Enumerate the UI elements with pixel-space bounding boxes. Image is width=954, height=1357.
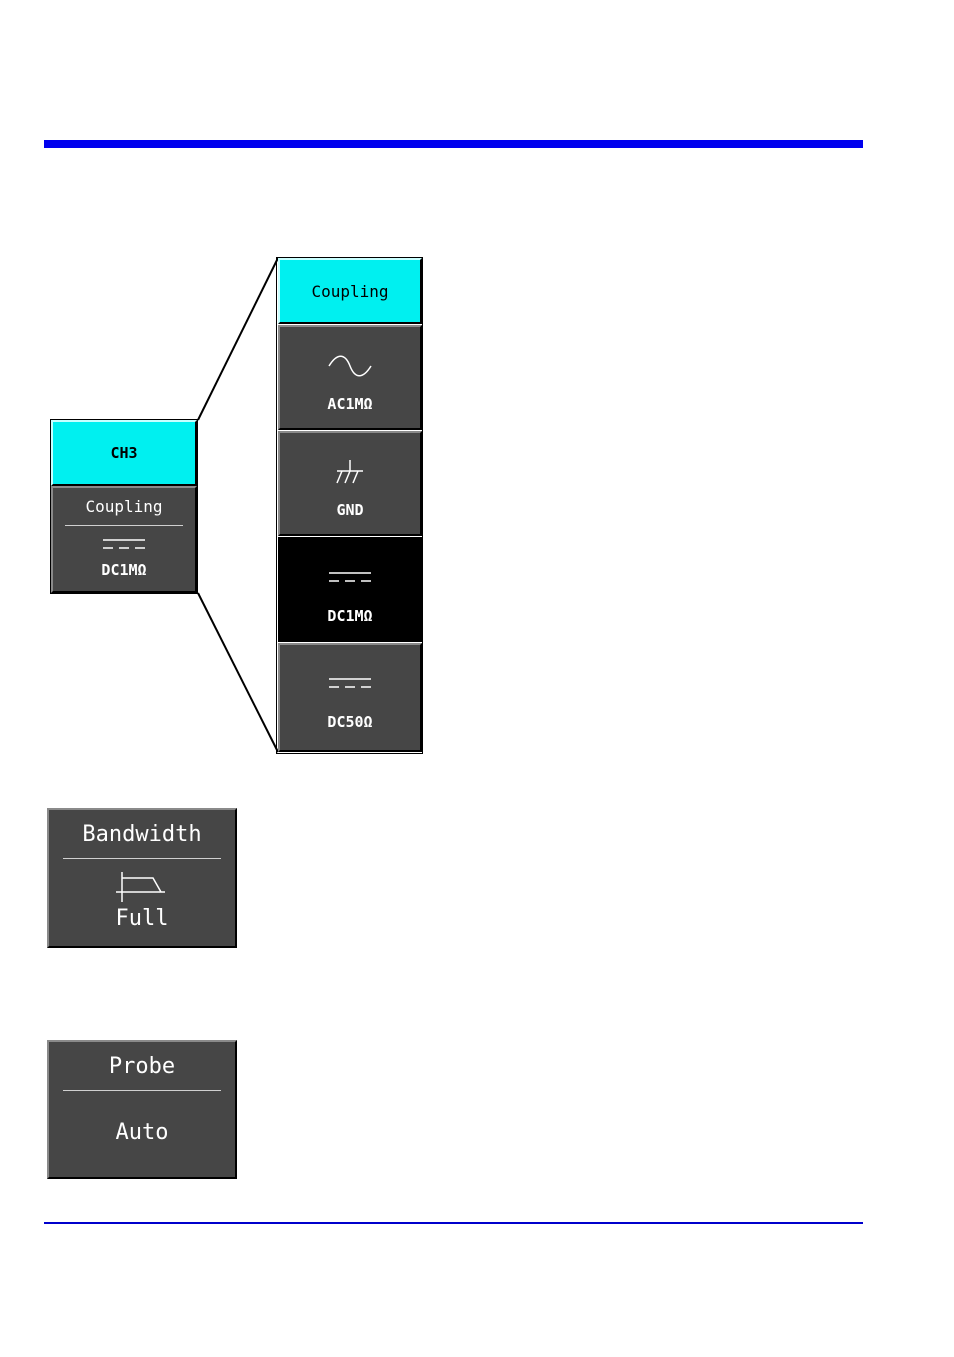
dc-coupling-icon bbox=[328, 571, 372, 583]
coupling-button[interactable]: Coupling DC1MΩ bbox=[51, 486, 197, 593]
footer-rule bbox=[44, 1222, 863, 1224]
coupling-separator bbox=[65, 525, 183, 526]
coupling-title: Coupling bbox=[53, 497, 195, 516]
lowpass-filter-icon bbox=[115, 870, 169, 904]
bandwidth-separator bbox=[63, 858, 221, 859]
probe-separator bbox=[63, 1090, 221, 1091]
header-rule bbox=[44, 140, 863, 148]
coupling-option-label: GND bbox=[280, 501, 420, 519]
coupling-option-label: DC50Ω bbox=[280, 713, 420, 731]
channel-label: CH3 bbox=[53, 444, 195, 462]
ground-icon bbox=[332, 459, 368, 485]
bandwidth-value: Full bbox=[49, 906, 235, 931]
dc-coupling-icon bbox=[328, 677, 372, 689]
coupling-menu-title: Coupling bbox=[278, 258, 422, 324]
dc-coupling-icon bbox=[102, 538, 146, 550]
coupling-option-gnd[interactable]: GND bbox=[278, 431, 422, 536]
probe-title: Probe bbox=[49, 1054, 235, 1079]
coupling-option-label: DC1MΩ bbox=[280, 607, 420, 625]
bandwidth-title: Bandwidth bbox=[49, 822, 235, 847]
coupling-menu-title-label: Coupling bbox=[280, 282, 420, 301]
coupling-option-dc1m[interactable]: DC1MΩ bbox=[278, 537, 422, 642]
bandwidth-button[interactable]: Bandwidth Full bbox=[47, 808, 237, 948]
ac-wave-icon bbox=[327, 355, 373, 377]
coupling-option-dc50[interactable]: DC50Ω bbox=[278, 643, 422, 752]
coupling-value: DC1MΩ bbox=[53, 561, 195, 579]
probe-button[interactable]: Probe Auto bbox=[47, 1040, 237, 1179]
ch3-header: CH3 bbox=[51, 420, 197, 486]
probe-value: Auto bbox=[49, 1120, 235, 1145]
coupling-option-label: AC1MΩ bbox=[280, 395, 420, 413]
coupling-option-ac1m[interactable]: AC1MΩ bbox=[278, 325, 422, 430]
